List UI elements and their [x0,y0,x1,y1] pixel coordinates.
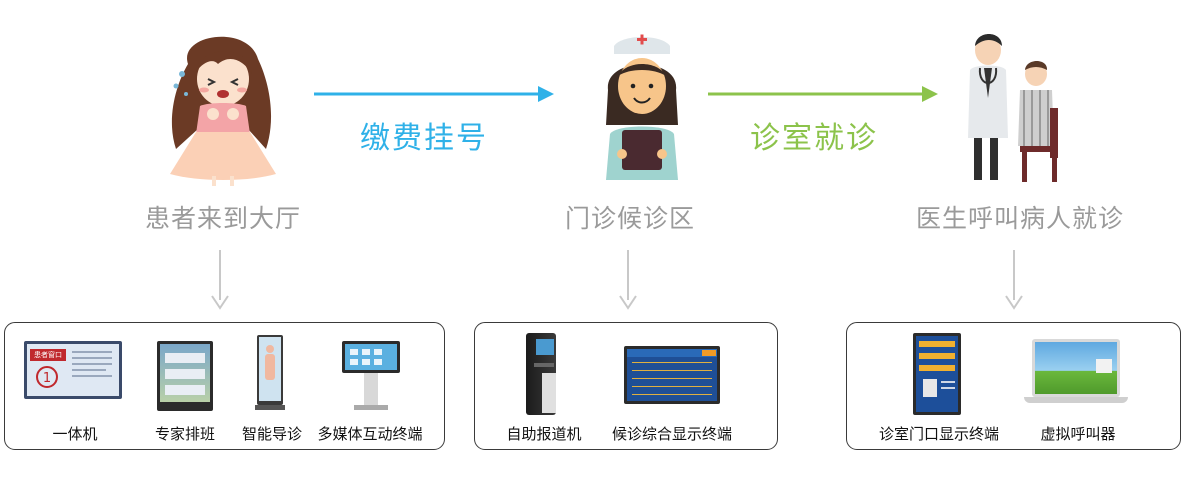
device-label-all-in-one: 一体机 [52,425,98,443]
doctor-patient-illustration [968,34,1058,182]
patient-illustration [170,36,276,186]
flow-arrow-consultation [708,86,938,102]
virtual-caller-laptop-icon [1024,339,1128,409]
device-label-virtual-caller: 虚拟呼叫器 [1040,425,1116,443]
nurse-illustration [606,34,678,180]
kiosk-screen-number: 1 [36,366,58,388]
down-arrow-1 [211,250,229,310]
vertical-display-icon [157,341,213,411]
device-label-multimedia-terminal: 多媒体互动终端 [317,425,423,443]
device-label-door-display: 诊室门口显示终端 [878,425,999,443]
body-guide-display-icon [255,335,285,411]
flow-arrow-registration [314,86,554,102]
flow-label-consultation: 诊室就诊 [750,121,878,156]
device-label-self-checkin: 自助报道机 [506,425,582,443]
kiosk-screen-title: 患者窗口 [30,349,66,361]
device-group-waiting [474,322,778,450]
waiting-display-icon [624,346,720,404]
down-arrow-3 [1005,250,1023,310]
stage-caption-patient-hall: 患者来到大厅 [144,204,301,233]
stage-caption-waiting-area: 门诊候诊区 [564,204,695,233]
flow-label-registration: 缴费挂号 [360,121,488,156]
stage-caption-doctor-calls: 医生呼叫病人就诊 [915,204,1124,233]
self-checkin-kiosk-icon [526,333,558,415]
interactive-terminal-icon [342,341,400,411]
device-label-smart-guide: 智能导诊 [241,425,302,443]
down-arrow-2 [619,250,637,310]
device-label-waiting-display: 候诊综合显示终端 [611,425,732,443]
device-label-expert-schedule: 专家排班 [154,425,215,443]
door-display-icon [913,333,961,415]
kiosk-screen-icon: 患者窗口 1 [24,341,122,399]
device-group-consult [846,322,1181,450]
